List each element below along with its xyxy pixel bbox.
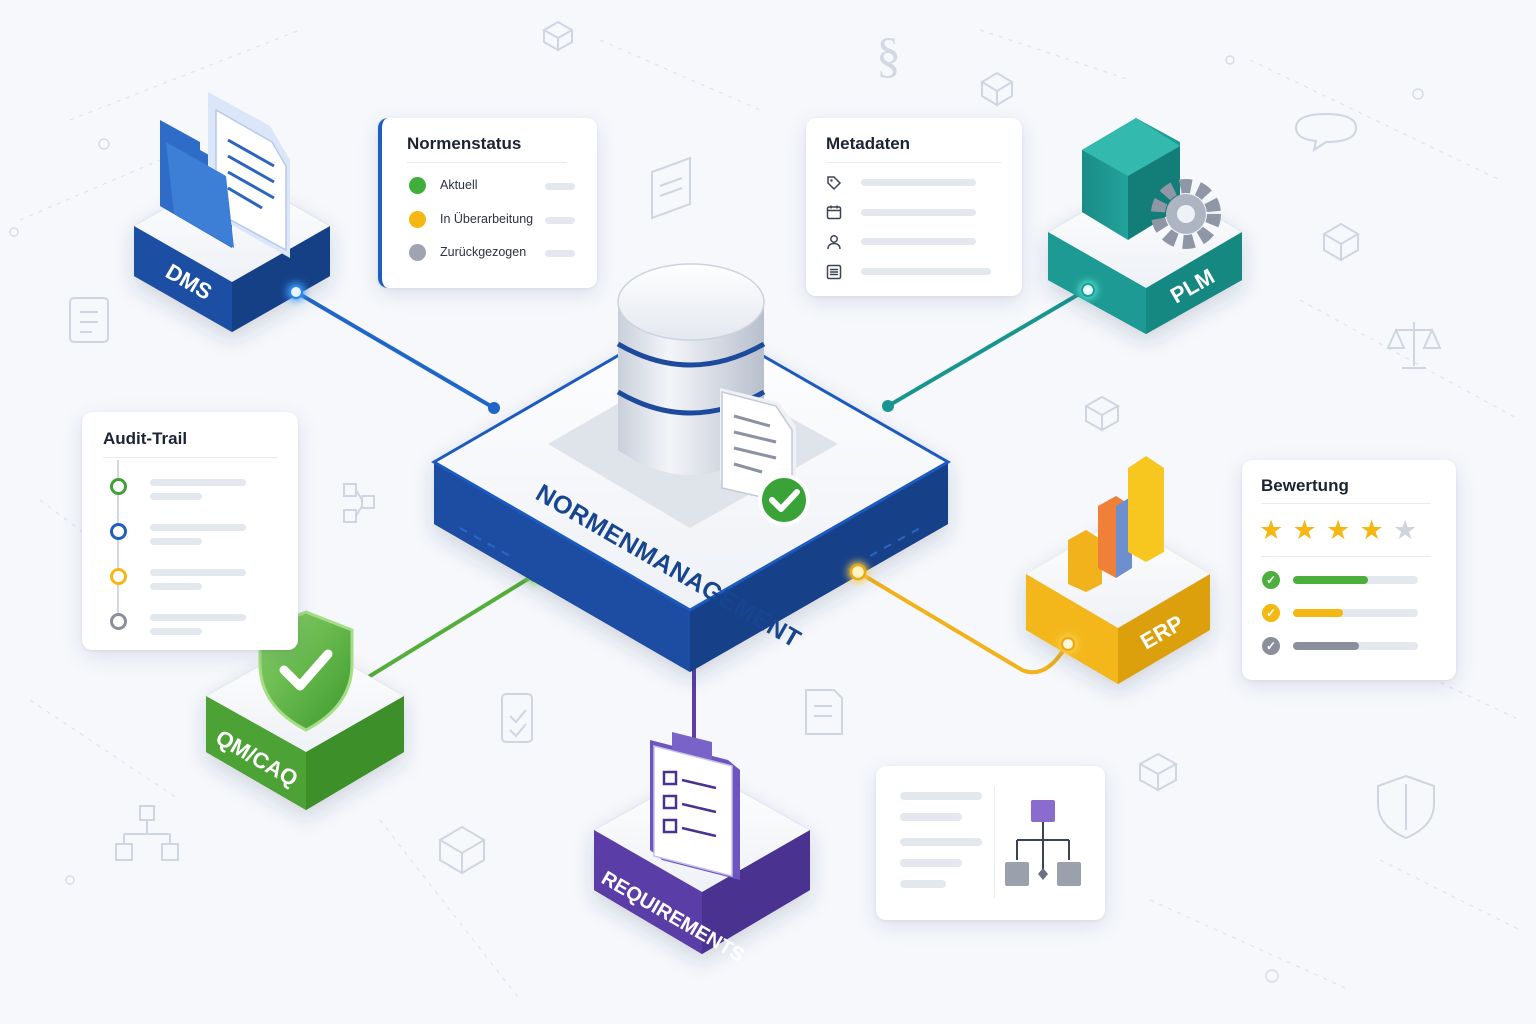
document-icon: [651, 156, 691, 220]
timeline-entry-bar: [150, 628, 202, 635]
background-icons: §: [69, 20, 1442, 875]
folder-icon: [160, 92, 290, 258]
status-placeholder-bar: [545, 183, 575, 190]
svg-text:§: §: [876, 27, 901, 83]
star-filled-icon: ★: [1359, 515, 1384, 546]
network-icon: [343, 483, 375, 523]
workflow-card: [876, 766, 1105, 920]
port-hub-right: [882, 400, 894, 412]
scales-icon: [1386, 322, 1442, 369]
connector-plm: [886, 288, 1088, 408]
rating-fill: [1293, 576, 1368, 584]
workflow-hierarchy-icon: [1005, 800, 1081, 886]
rating-fill: [1293, 642, 1359, 650]
timeline-event-dot: [110, 613, 127, 630]
timeline-entry-bar: [150, 569, 246, 576]
timeline-entry-bar: [150, 538, 202, 545]
box-icon: [1137, 752, 1179, 792]
status-dot: [409, 244, 426, 261]
port-hub-left: [488, 402, 500, 414]
rating-track: [1293, 609, 1418, 617]
connector-qm: [368, 572, 538, 678]
star-empty-icon: ★: [1393, 515, 1418, 546]
check-icon: ✓: [1262, 637, 1280, 655]
status-label: In Überarbeitung: [440, 211, 534, 226]
bewertung-card: Bewertung ★ ★ ★ ★ ★ ✓ ✓ ✓: [1242, 460, 1456, 680]
timeline-entry-bar: [150, 614, 246, 621]
timeline-event-dot: [110, 568, 127, 585]
list-icon: [826, 264, 842, 280]
rating-fill: [1293, 609, 1343, 617]
card-title: Audit-Trail: [103, 429, 188, 448]
timeline-entry-bar: [150, 493, 202, 500]
user-icon: [827, 235, 841, 250]
timeline-entry-bar: [150, 583, 202, 590]
check-icon: ✓: [1262, 571, 1280, 589]
status-label: Aktuell: [440, 178, 478, 192]
status-label: Zurückgezogen: [440, 245, 527, 259]
audit-trail-card: Audit-Trail: [82, 412, 298, 650]
speech-bubble-icon: [1294, 112, 1358, 153]
timeline-event-dot: [110, 523, 127, 540]
status-placeholder-bar: [545, 216, 575, 224]
gear-icon: [1151, 179, 1221, 249]
timeline-entry-bar: [150, 524, 246, 531]
calendar-icon: [826, 205, 842, 220]
status-placeholder-bar: [545, 250, 575, 257]
tag-icon: [827, 176, 842, 191]
timeline-entry-bar: [150, 479, 246, 486]
checklist-icon: [650, 732, 740, 880]
connector-erp: [856, 570, 1068, 675]
status-dot: [409, 177, 426, 194]
document-edit-icon: [805, 689, 843, 735]
card-title: Bewertung: [1261, 476, 1349, 495]
approved-document-icon: [720, 388, 810, 526]
metadaten-card: Metadaten: [806, 118, 1022, 296]
paragraph-icon: §: [876, 27, 901, 83]
background-nodes: [9, 55, 1424, 983]
card-title: Metadaten: [826, 134, 911, 153]
bar-chart-icon: [1068, 456, 1164, 592]
star-filled-icon: ★: [1326, 515, 1351, 546]
box-icon: [541, 20, 575, 52]
shield-outline-icon: [1377, 774, 1435, 840]
box-icon: [1083, 395, 1121, 432]
star-filled-icon: ★: [1292, 515, 1317, 546]
org-chart-icon: [115, 805, 179, 861]
card-title: Normenstatus: [407, 134, 522, 153]
status-dot: [409, 210, 426, 228]
box-icon: [438, 825, 486, 875]
timeline-line: [117, 460, 119, 628]
check-icon: ✓: [1262, 604, 1280, 622]
timeline-event-dot: [110, 478, 127, 495]
connector-dms: [294, 290, 496, 410]
document-icon: [69, 297, 109, 343]
box-icon: [980, 71, 1014, 107]
star-filled-icon: ★: [1259, 515, 1284, 546]
clipboard-check-icon: [501, 693, 533, 743]
box-icon: [1322, 222, 1360, 262]
